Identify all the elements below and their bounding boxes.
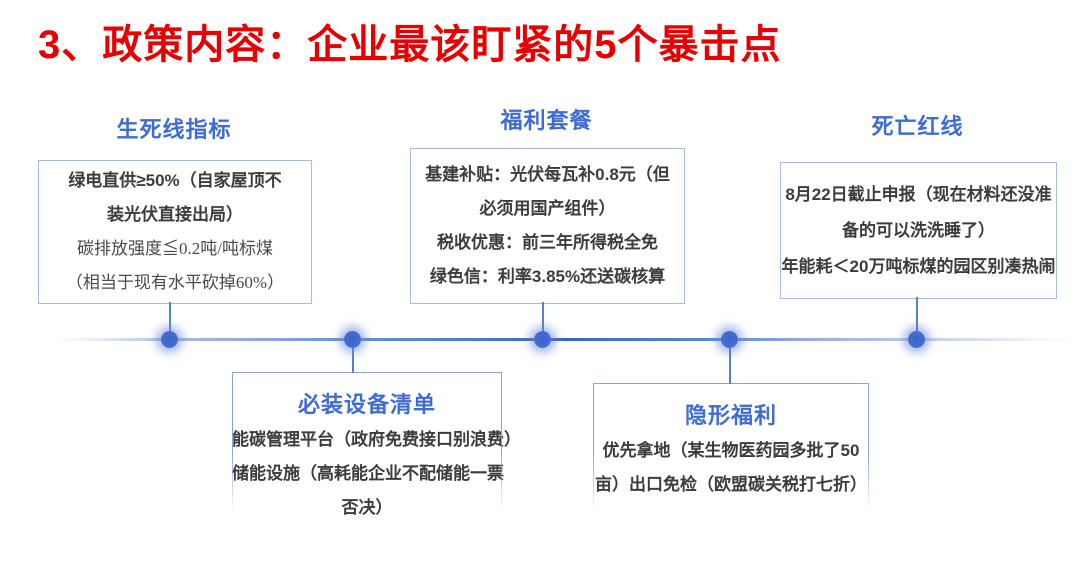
connector-line <box>169 302 171 339</box>
connector-line <box>352 340 354 373</box>
timeline-dot <box>721 331 738 348</box>
box-text-line: 绿电直供≥50%（自家屋顶不 <box>68 171 282 190</box>
box-death-red-line: 8月22日截止申报（现在材料还没准 备的可以洗洗睡了） 年能耗＜20万吨标煤的园… <box>780 162 1057 299</box>
box-text-line: 碳排放强度≦0.2吨/吨标煤 <box>77 239 273 258</box>
box-text-line: 装光伏直接出局） <box>107 205 243 224</box>
box-text-line: 优先拿地（某生物医药园多批了50 <box>602 441 860 460</box>
slide-title: 3、政策内容：企业最该盯紧的5个暴击点 <box>38 23 782 67</box>
box-text-line: 税收优惠：前三年所得税全免 <box>437 233 658 252</box>
header-welfare-package: 福利套餐 <box>500 108 593 133</box>
timeline-line <box>55 338 1075 341</box>
box-text-line: 储能设施（高耗能企业不配储能一票 <box>232 464 504 483</box>
box-text-line: 基建补贴：光伏每瓦补0.8元（但 <box>425 165 670 184</box>
box-text-line: 亩）出口免检（欧盟碳关税打七折） <box>595 475 867 494</box>
box-hidden-benefits: 隐形福利 优先拿地（某生物医药园多批了50 亩）出口免检（欧盟碳关税打七折） <box>593 383 869 522</box>
connector-line <box>542 302 544 339</box>
box-text-line: 绿色信：利率3.85%还送碳核算 <box>429 267 666 286</box>
timeline-dot <box>344 331 361 348</box>
box-text-line: （相当于现有水平砍掉60%） <box>65 273 285 292</box>
box-text-line: 备的可以洗洗睡了） <box>842 220 995 240</box>
box-text-line: 必须用国产组件） <box>479 199 616 218</box>
timeline-dot <box>908 331 925 348</box>
header-lifeline-indicators: 生死线指标 <box>116 117 232 142</box>
box-text-line: 8月22日截止申报（现在材料还没准 <box>785 184 1052 204</box>
box-required-equipment-list: 必装设备清单 能碳管理平台（政府免费接口别浪费） 储能设施（高耗能企业不配储能一… <box>232 372 521 525</box>
connector-line <box>729 340 731 384</box>
header-death-red-line: 死亡红线 <box>871 114 964 139</box>
box-welfare-package: 基建补贴：光伏每瓦补0.8元（但 必须用国产组件） 税收优惠：前三年所得税全免 … <box>410 148 685 304</box>
timeline-dot <box>534 331 551 348</box>
box-text-line: 能碳管理平台（政府免费接口别浪费） <box>232 430 521 449</box>
box-text-line: 年能耗＜20万吨标煤的园区别凑热闹 <box>781 256 1056 276</box>
connector-line <box>916 297 918 339</box>
header-hidden-benefits: 隐形福利 <box>684 403 777 428</box>
timeline-dot <box>161 331 178 348</box>
box-lifeline-indicators: 绿电直供≥50%（自家屋顶不 装光伏直接出局） 碳排放强度≦0.2吨/吨标煤 （… <box>38 160 312 304</box>
box-text-line: 否决） <box>341 498 393 517</box>
header-required-equipment-list: 必装设备清单 <box>297 392 436 417</box>
